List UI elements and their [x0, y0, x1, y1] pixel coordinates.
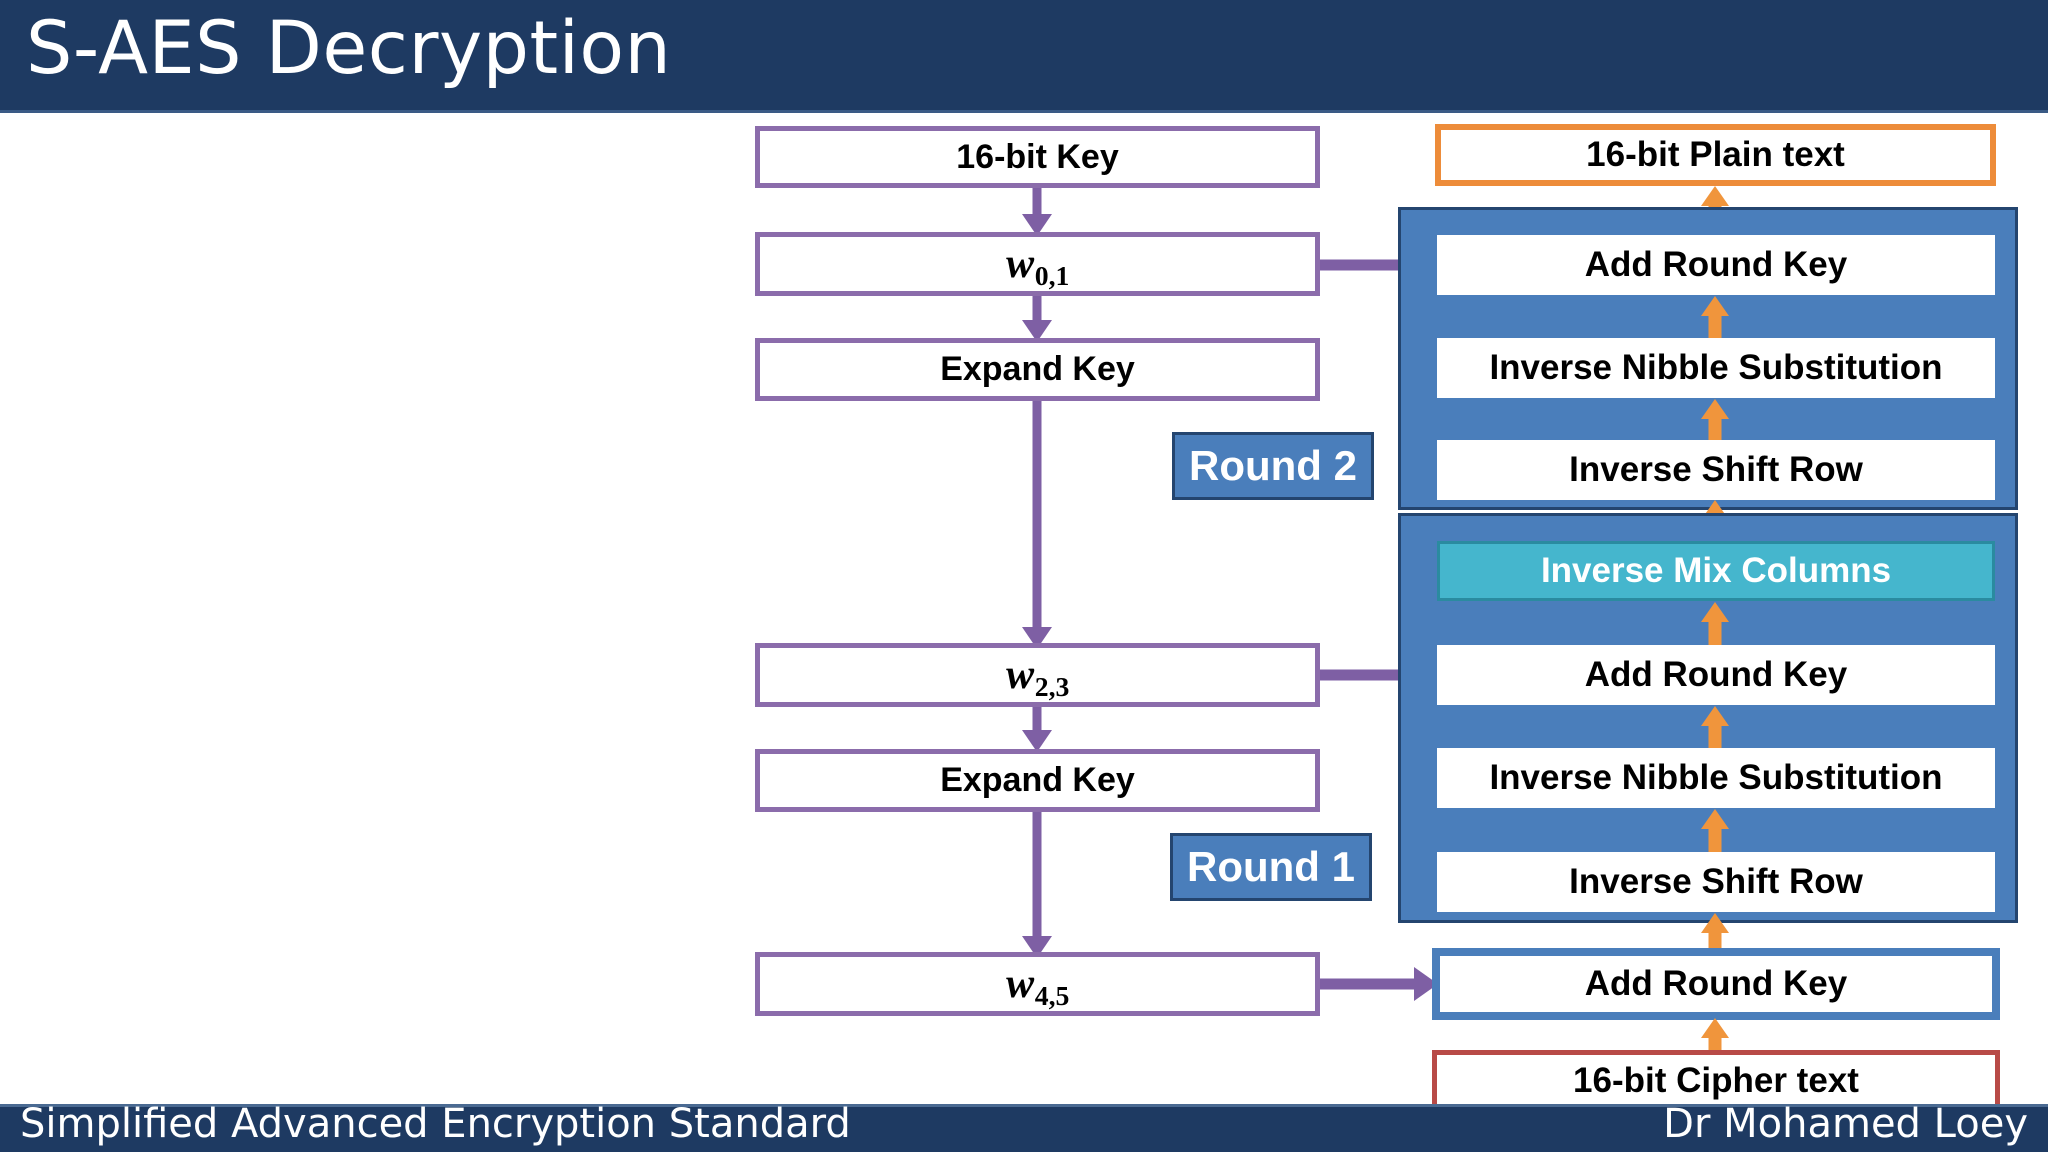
arrow-w23-to-expandkey2: [1020, 707, 1054, 752]
key-box-16bit-key: 16-bit Key: [755, 126, 1320, 188]
round-label-round-1: Round 1: [1170, 833, 1372, 901]
round-2-step-inverse-nibble-substitution: Inverse Nibble Substitution: [1437, 338, 1995, 398]
arrow-expandkey2-to-w45: [1020, 812, 1054, 958]
round-1-step-inverse-nibble-substitution: Inverse Nibble Substitution: [1437, 748, 1995, 808]
arrow-r2-inbsub-to-addroundkey: [1698, 296, 1732, 343]
arrow-expandkey1-to-w23: [1020, 401, 1054, 649]
round-2-step-add-round-key: Add Round Key: [1437, 235, 1995, 295]
plain-text-box: 16-bit Plain text: [1435, 124, 1996, 186]
round-2-step-inverse-shift-row: Inverse Shift Row: [1437, 440, 1995, 500]
arrow-r1-addroundkey-to-mixcolumns: [1698, 602, 1732, 647]
footer-subject: Simplified Advanced Encryption Standard: [20, 1101, 851, 1147]
arrow-w45-to-final-addroundkey: [1320, 966, 1438, 1002]
key-box-expand-key-2: Expand Key: [755, 749, 1320, 812]
arrow-key-to-w01: [1020, 188, 1054, 236]
arrow-r2-shiftrow-to-nibsub: [1698, 399, 1732, 443]
page-title: S-AES Decryption: [26, 6, 672, 91]
round-1-step-add-round-key: Add Round Key: [1437, 645, 1995, 705]
round-1-step-inverse-mix-columns: Inverse Mix Columns: [1437, 541, 1995, 601]
final-add-round-key-box: Add Round Key: [1432, 948, 2000, 1020]
arrow-w01-to-expandkey1: [1020, 296, 1054, 342]
title-bar: S-AES Decryption: [0, 0, 2048, 113]
footer-author: Dr Mohamed Loey: [1663, 1101, 2028, 1147]
arrow-r1-shiftrow-to-nibsub: [1698, 809, 1732, 855]
key-box-expand-key-1: Expand Key: [755, 338, 1320, 401]
round-1-step-inverse-shift-row: Inverse Shift Row: [1437, 852, 1995, 912]
footer-bar: Simplified Advanced Encryption Standard …: [0, 1101, 2048, 1152]
round-label-round-2: Round 2: [1172, 432, 1374, 500]
arrow-r1-nibsub-to-addroundkey: [1698, 706, 1732, 751]
